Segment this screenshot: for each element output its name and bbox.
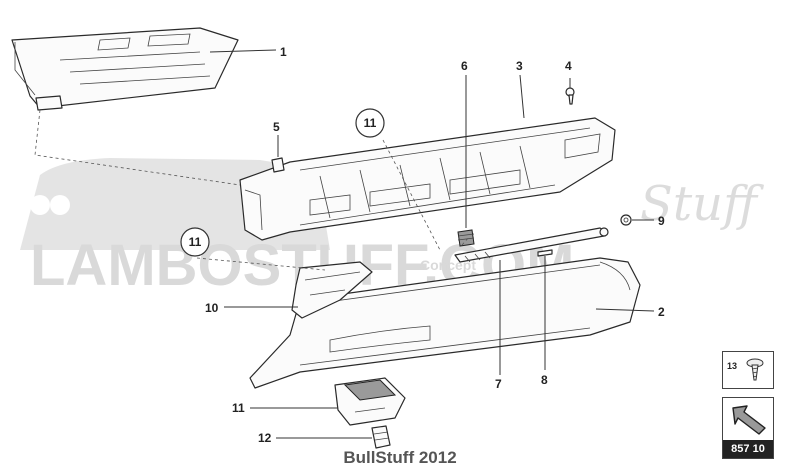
callout-6: 6 xyxy=(461,59,468,73)
callout-3: 3 xyxy=(516,59,523,73)
part-7-latch-rod xyxy=(454,227,609,263)
callout-11-lock: 11 xyxy=(232,401,245,415)
rod-end xyxy=(599,227,609,237)
footer-credit: BullStuff 2012 xyxy=(343,448,457,467)
part-8-pin xyxy=(537,249,553,257)
assembly-lines xyxy=(196,139,471,271)
washer-hole xyxy=(623,217,629,223)
callout-5: 5 xyxy=(273,120,280,134)
callout-7: 7 xyxy=(495,377,502,391)
watermark-headlight-left xyxy=(30,195,50,215)
callout-1: 1 xyxy=(280,45,287,59)
callout-11-upper-text: 11 xyxy=(364,116,377,130)
arrow-icon xyxy=(732,405,766,435)
part-3-glovebox-frame xyxy=(239,117,616,241)
part-2-glovebox-lid xyxy=(249,257,641,389)
callout-8: 8 xyxy=(541,373,548,387)
callout-11-left-text: 11 xyxy=(189,235,202,249)
callout-labels: 1 2 3 4 5 6 7 8 9 10 11 12 xyxy=(205,45,665,445)
part-5-clip xyxy=(271,157,285,173)
circled-callout-11-upper: 11 xyxy=(355,108,385,138)
leader-lines xyxy=(209,49,655,439)
page-number: 857 10 xyxy=(723,440,773,458)
callout-12: 12 xyxy=(258,431,272,445)
part-11-lock xyxy=(334,377,406,426)
part-1-glovebox-housing xyxy=(11,27,241,186)
part-12-lock-cylinder xyxy=(371,425,391,449)
part-6-spring xyxy=(457,229,475,247)
screw-icon xyxy=(746,358,764,381)
part-13-legend-box: 13 xyxy=(722,351,774,389)
part-4-screw xyxy=(565,87,575,105)
callout-4: 4 xyxy=(565,59,572,73)
part-9-washer xyxy=(620,214,632,226)
watermark-headlight-right xyxy=(50,195,70,215)
callout-2: 2 xyxy=(658,305,665,319)
callout-10: 10 xyxy=(205,301,219,315)
watermark-script: Stuff xyxy=(640,176,764,232)
callout-9: 9 xyxy=(658,214,665,228)
circled-callout-11-left: 11 xyxy=(180,227,210,257)
legend-number: 13 xyxy=(727,361,738,371)
page-reference-box: 857 10 xyxy=(722,397,774,459)
part-10-hinge-bracket xyxy=(291,261,373,319)
